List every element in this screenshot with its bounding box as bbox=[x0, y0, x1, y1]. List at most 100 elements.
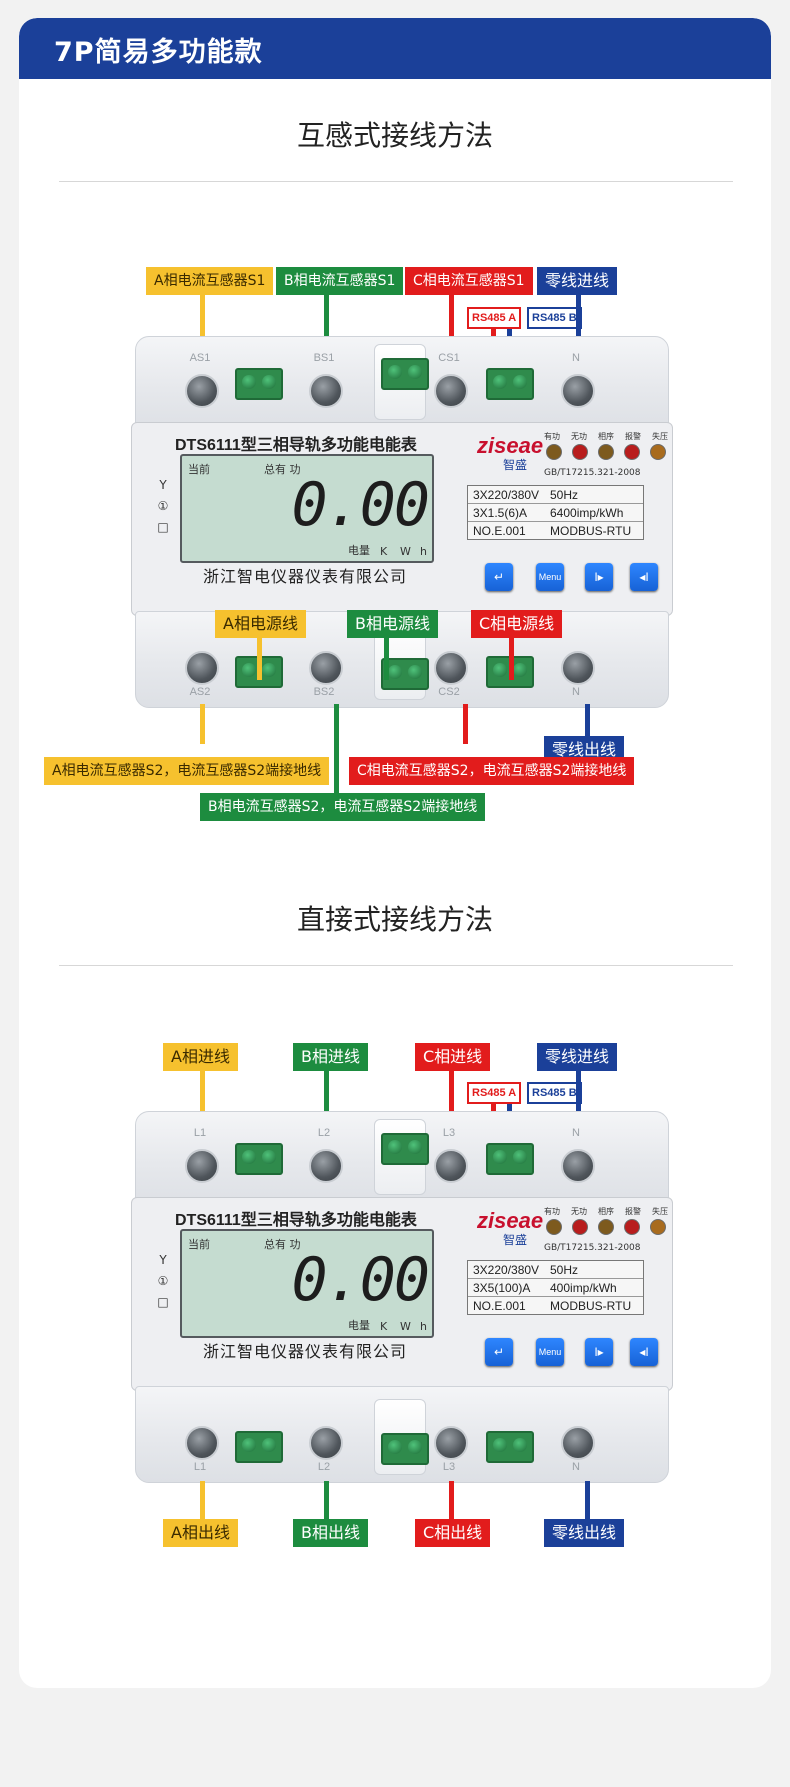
section-divider bbox=[59, 965, 733, 966]
menu-button[interactable]: Menu bbox=[536, 563, 564, 591]
enter-button[interactable]: ↵ bbox=[485, 1338, 513, 1366]
terminal-block bbox=[381, 658, 429, 690]
wire-n-top bbox=[576, 1071, 581, 1129]
standard-code: GB/T17215.321-2008 bbox=[544, 1243, 641, 1253]
lcd-unit-w: W bbox=[400, 545, 411, 558]
meter-direct: L1 L2 L3 N DTS6111型三相导轨多功能电能表 Y ① □ 当前 总… bbox=[131, 1111, 673, 1483]
terminal-block bbox=[235, 656, 283, 688]
screw bbox=[434, 1426, 468, 1460]
wire-b-top bbox=[324, 1071, 329, 1129]
prev-button[interactable]: ◂I bbox=[630, 1338, 658, 1366]
meter-front-panel: DTS6111型三相导轨多功能电能表 Y ① □ 当前 总有 功 0.00 电量… bbox=[131, 1197, 673, 1391]
menu-button[interactable]: Menu bbox=[536, 1338, 564, 1366]
rs485-a-label: RS485 A bbox=[467, 307, 522, 329]
terminal-label: N bbox=[572, 1461, 580, 1473]
lcd-current: 当前 bbox=[188, 463, 210, 476]
led-undervolt bbox=[650, 1219, 666, 1235]
lcd-unit-h: h bbox=[420, 1320, 427, 1333]
wire-a-top bbox=[200, 1071, 205, 1129]
terminal-label: BS1 bbox=[313, 352, 335, 364]
label-c-in: C相进线 bbox=[415, 1043, 491, 1071]
content-card: 7P简易多功能款 互感式接线方法 A相电流互感器S1 B相电流互感器S1 C相电… bbox=[19, 18, 771, 1688]
wire-a-bottom bbox=[200, 1481, 205, 1519]
terminal-block bbox=[486, 368, 534, 400]
lcd-unit-w: W bbox=[400, 1320, 411, 1333]
brand-logo: ziseae bbox=[477, 1208, 544, 1233]
terminal-block bbox=[235, 368, 283, 400]
wire-b-top bbox=[324, 295, 329, 352]
led-label: 无功 bbox=[571, 1207, 587, 1216]
label-c-ct-s2: C相电流互感器S2，电流互感器S2端接地线 bbox=[349, 757, 635, 785]
led-label: 相序 bbox=[598, 432, 614, 441]
brand-cn: 智盛 bbox=[503, 1233, 528, 1247]
screw bbox=[561, 1426, 595, 1460]
label-neutral-out-direct: 零线出线 bbox=[544, 1519, 625, 1547]
led-label: 报警 bbox=[625, 432, 641, 441]
next-button[interactable]: I▸ bbox=[585, 563, 613, 591]
led-label: 无功 bbox=[571, 432, 587, 441]
screw bbox=[185, 374, 219, 408]
header-bar: 7P简易多功能款 bbox=[19, 18, 771, 79]
label-b-in: B相进线 bbox=[293, 1043, 368, 1071]
lcd-total-active: 总有 功 bbox=[264, 463, 301, 476]
screw bbox=[561, 374, 595, 408]
screw bbox=[309, 1426, 343, 1460]
star-connection-icon: Y bbox=[159, 478, 167, 492]
label-c-power: C相电源线 bbox=[471, 610, 563, 638]
lcd-value: 0.00 bbox=[291, 470, 430, 540]
label-a-in: A相进线 bbox=[163, 1043, 238, 1071]
led-undervolt bbox=[650, 444, 666, 460]
screw bbox=[434, 374, 468, 408]
terminal-label: L2 bbox=[317, 1461, 331, 1473]
terminal-block bbox=[235, 1143, 283, 1175]
meter-front-panel: DTS6111型三相导轨多功能电能表 Y ① □ 当前 总有 功 0.00 电量… bbox=[131, 422, 673, 616]
screw bbox=[561, 651, 595, 685]
label-b-out: B相出线 bbox=[293, 1519, 368, 1547]
section-divider bbox=[59, 181, 733, 182]
screw bbox=[309, 651, 343, 685]
label-b-ct-s2: B相电流互感器S2，电流互感器S2端接地线 bbox=[200, 793, 486, 821]
terminal-label: N bbox=[572, 686, 580, 698]
terminal-block bbox=[381, 1433, 429, 1465]
label-b-ct-s1: B相电流互感器S1 bbox=[276, 267, 404, 295]
indicator-leds: 有功 无功 相序 报警 失压 bbox=[544, 1206, 668, 1235]
side-icons: Y ① □ bbox=[156, 475, 170, 538]
brand-logo: ziseae bbox=[477, 433, 544, 458]
meter-model: DTS6111型三相导轨多功能电能表 bbox=[175, 1212, 417, 1229]
label-neutral-in: 零线进线 bbox=[537, 267, 618, 295]
circle-one-icon: ① bbox=[157, 499, 169, 513]
terminal-block bbox=[486, 1143, 534, 1175]
lcd-display: 当前 总有 功 0.00 电量 K W h bbox=[180, 454, 434, 563]
terminal-label: N bbox=[572, 1127, 580, 1139]
lcd-unit-label: 电量 bbox=[348, 1319, 370, 1332]
screw bbox=[185, 651, 219, 685]
lcd-unit-h: h bbox=[420, 545, 427, 558]
meter-model: DTS6111型三相导轨多功能电能表 bbox=[175, 437, 417, 454]
terminal-label: AS1 bbox=[189, 352, 211, 364]
prev-button[interactable]: ◂I bbox=[630, 563, 658, 591]
terminal-label: AS2 bbox=[189, 686, 211, 698]
enter-button[interactable]: ↵ bbox=[485, 563, 513, 591]
standard-code: GB/T17215.321-2008 bbox=[544, 468, 641, 478]
next-button[interactable]: I▸ bbox=[585, 1338, 613, 1366]
led-label: 失压 bbox=[652, 1207, 668, 1216]
wire-c-top bbox=[449, 1071, 454, 1129]
led-label: 有功 bbox=[544, 1207, 560, 1216]
wire-n-bottom bbox=[585, 704, 590, 736]
label-neutral-in-direct: 零线进线 bbox=[537, 1043, 618, 1071]
wire-c-top bbox=[449, 295, 454, 352]
lcd-value: 0.00 bbox=[291, 1245, 430, 1315]
square-icon: □ bbox=[157, 520, 169, 534]
terminal-label: CS2 bbox=[438, 686, 460, 698]
screw bbox=[309, 1149, 343, 1183]
led-alarm bbox=[624, 1219, 640, 1235]
terminal-block bbox=[486, 1431, 534, 1463]
terminal-label: CS1 bbox=[438, 352, 460, 364]
section-title-ct: 互感式接线方法 bbox=[296, 119, 493, 152]
terminal-label: L1 bbox=[193, 1461, 207, 1473]
